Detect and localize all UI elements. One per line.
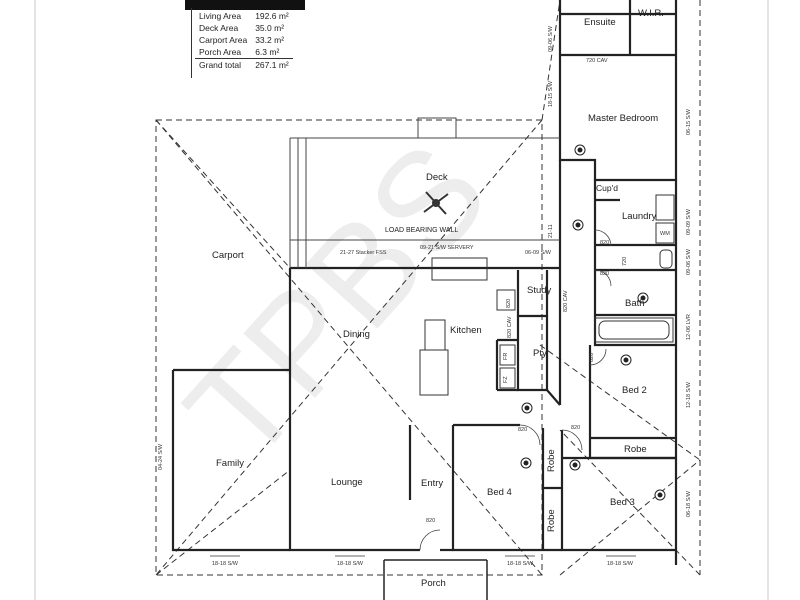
room-label-entry: Entry bbox=[421, 478, 444, 489]
area-label: Porch Area bbox=[199, 47, 242, 57]
light-markers bbox=[520, 144, 666, 501]
deck-outline bbox=[289, 117, 560, 268]
dimension-note: 04-24 S/W bbox=[158, 444, 164, 470]
room-label-study: Study bbox=[527, 285, 552, 296]
dimension-note: 820 bbox=[506, 298, 512, 308]
dimension-note: 09-06 S/W bbox=[686, 249, 692, 275]
area-value: 192.6 m² bbox=[255, 11, 289, 21]
room-label-lounge: Lounge bbox=[331, 477, 363, 488]
area-schedule: Living Area 192.6 m² Deck Area 35.0 m² Car… bbox=[185, 0, 305, 78]
room-label-robe-bed2: Robe bbox=[624, 444, 647, 455]
area-label: Carport Area bbox=[199, 35, 248, 45]
dimension-note: 820 bbox=[600, 271, 610, 277]
porch-outline bbox=[383, 559, 488, 600]
area-row: Living Area 192.6 m² bbox=[195, 10, 293, 22]
area-row: Porch Area 6.3 m² bbox=[195, 46, 293, 59]
dimension-note: 720 bbox=[622, 256, 628, 266]
room-label-family: Family bbox=[216, 458, 244, 469]
dimension-note: 21-27 Stacker FSS bbox=[340, 250, 387, 256]
dimension-note: 18-15 S/W bbox=[548, 81, 554, 107]
room-label-bed2: Bed 2 bbox=[622, 385, 647, 396]
dimension-note: 18-18 S/W bbox=[507, 561, 533, 567]
area-value: 33.2 m² bbox=[255, 35, 285, 45]
dimension-note: 820 bbox=[518, 427, 528, 433]
room-label-carport: Carport bbox=[212, 250, 244, 261]
door-swings bbox=[419, 229, 612, 551]
room-label-laundry: Laundry bbox=[622, 211, 657, 222]
area-row: Deck Area 35.0 m² bbox=[195, 22, 293, 34]
watermark: TPBS bbox=[156, 113, 517, 490]
dimension-note: 18-18 S/W bbox=[607, 561, 633, 567]
room-label-wir: W.I.R. bbox=[638, 8, 664, 19]
room-label-pty: Pty bbox=[533, 348, 547, 359]
area-value: 35.0 m² bbox=[255, 23, 285, 33]
dimension-note: 820 bbox=[589, 352, 595, 362]
dimension-note: 820 bbox=[426, 518, 436, 524]
fridge-label: FR bbox=[503, 352, 509, 360]
room-label-ensuite: Ensuite bbox=[584, 17, 616, 28]
dimension-note: 06-18 S/W bbox=[686, 491, 692, 517]
room-label-bath: Bath bbox=[625, 298, 645, 309]
room-label-master: Master Bedroom bbox=[588, 113, 659, 124]
ceiling-fan-icon bbox=[423, 191, 449, 215]
area-label: Deck Area bbox=[199, 23, 239, 33]
roof-outline-dashed bbox=[155, 0, 701, 576]
page-border bbox=[34, 0, 769, 600]
dimension-note: 18-18 S/W bbox=[337, 561, 363, 567]
area-label: Grand total bbox=[199, 60, 242, 70]
kitchen-island bbox=[419, 257, 488, 396]
svg-text:TPBS: TPBS bbox=[156, 113, 517, 490]
area-label: Living Area bbox=[199, 11, 242, 21]
dimension-note: 820 bbox=[600, 240, 610, 246]
fixtures bbox=[496, 194, 675, 389]
room-label-cupd: Cup'd bbox=[596, 183, 618, 193]
dimension-note: 09-09 S/W bbox=[686, 209, 692, 235]
area-value: 6.3 m² bbox=[255, 47, 280, 57]
load-bearing-wall-label: LOAD BEARING WALL bbox=[385, 227, 459, 234]
area-row-total: Grand total 267.1 m² bbox=[195, 58, 293, 72]
room-label-bed4: Bed 4 bbox=[487, 487, 512, 498]
area-row: Carport Area 33.2 m² bbox=[195, 34, 293, 46]
room-label-bed3: Bed 3 bbox=[610, 497, 635, 508]
washing-machine-label: WM bbox=[660, 231, 670, 237]
dimension-note: 12-18 S/W bbox=[686, 382, 692, 408]
room-label-robe-bed3: Robe bbox=[546, 509, 557, 532]
room-label-deck: Deck bbox=[426, 172, 448, 183]
freezer-label: FZ bbox=[503, 376, 509, 383]
dimension-note: 18-18 S/W bbox=[212, 561, 238, 567]
dimension-note: 820 bbox=[571, 425, 581, 431]
room-label-dining: Dining bbox=[343, 329, 370, 340]
area-schedule-header-bar bbox=[185, 0, 305, 10]
dimension-note: 820 CAV bbox=[507, 316, 513, 338]
area-schedule-rule bbox=[191, 8, 192, 78]
area-value: 267.1 m² bbox=[255, 60, 289, 70]
dimension-note: 06-09 S/W bbox=[525, 250, 551, 256]
dimension-note: 12-06 LVR bbox=[686, 314, 692, 340]
dimension-note: 09-21 S/W SERVERY bbox=[420, 245, 474, 251]
dimension-note: 09-06 S/W bbox=[548, 26, 554, 52]
dimension-note: 06-15 S/W bbox=[686, 109, 692, 135]
room-label-robe-bed4: Robe bbox=[546, 449, 557, 472]
walls bbox=[171, 0, 678, 565]
room-label-kitchen: Kitchen bbox=[450, 325, 482, 336]
dimension-note: 21-11 bbox=[548, 224, 554, 238]
room-label-porch: Porch bbox=[421, 578, 446, 589]
dimension-note: 720 CAV bbox=[586, 58, 608, 64]
dimension-note: 820 CAV bbox=[563, 290, 569, 312]
